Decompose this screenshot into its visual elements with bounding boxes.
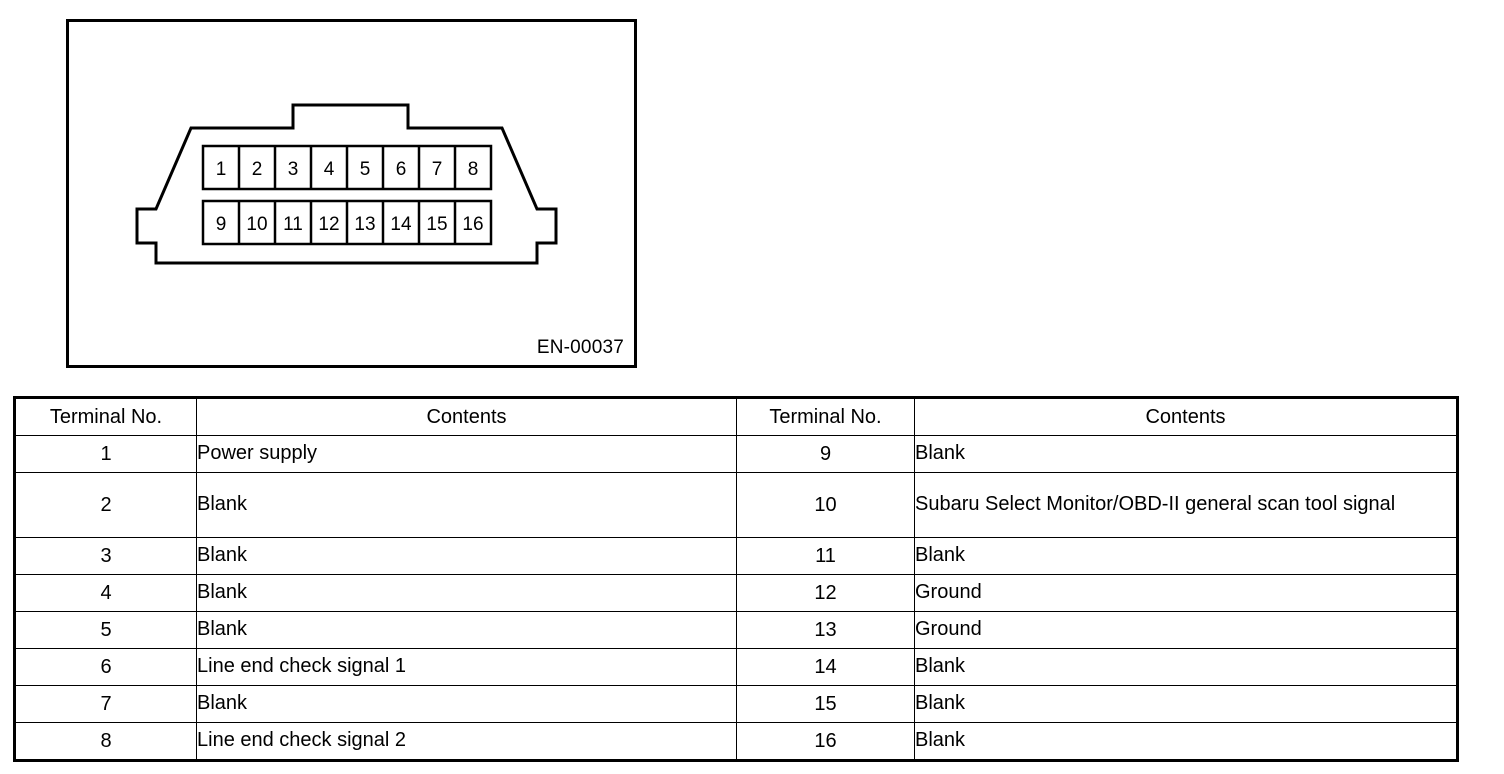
- cell-terminal-no-left: 3: [14, 537, 197, 575]
- cell-contents-right: Blank: [914, 722, 1458, 761]
- terminal-assignment-table: Terminal No. Contents Terminal No. Conte…: [13, 396, 1459, 762]
- cell-contents-right: Ground: [914, 574, 1458, 612]
- connector-diagram: [135, 103, 558, 265]
- header-contents-right: Contents: [914, 397, 1458, 436]
- pin-label-16: 16: [462, 214, 484, 235]
- pin-label-6: 6: [395, 159, 407, 180]
- cell-terminal-no-right: 14: [736, 648, 915, 686]
- pin-label-1: 1: [215, 159, 227, 180]
- pin-label-10: 10: [246, 214, 268, 235]
- cell-terminal-no-right: 10: [736, 472, 915, 538]
- cell-contents-right: Blank: [914, 537, 1458, 575]
- cell-terminal-no-left: 8: [14, 722, 197, 761]
- cell-terminal-no-left: 4: [14, 574, 197, 612]
- cell-contents-left: Line end check signal 1: [196, 648, 737, 686]
- cell-terminal-no-right: 16: [736, 722, 915, 761]
- pin-label-5: 5: [359, 159, 371, 180]
- table-header-row: Terminal No. Contents Terminal No. Conte…: [14, 397, 1458, 436]
- figure-code-label: EN-00037: [536, 337, 624, 358]
- cell-terminal-no-left: 5: [14, 611, 197, 649]
- cell-terminal-no-right: 13: [736, 611, 915, 649]
- pin-row-bottom: [201, 199, 493, 246]
- cell-contents-left: Blank: [196, 472, 737, 538]
- cell-terminal-no-left: 2: [14, 472, 197, 538]
- cell-terminal-no-left: 1: [14, 435, 197, 473]
- cell-contents-right: Blank: [914, 685, 1458, 723]
- cell-contents-left: Power supply: [196, 435, 737, 473]
- pin-label-12: 12: [318, 214, 340, 235]
- pin-label-2: 2: [251, 159, 263, 180]
- header-contents-left: Contents: [196, 397, 737, 436]
- pin-row-top: [201, 144, 493, 191]
- cell-terminal-no-right: 9: [736, 435, 915, 473]
- pin-label-7: 7: [431, 159, 443, 180]
- pin-label-11: 11: [283, 214, 303, 235]
- pin-label-14: 14: [390, 214, 412, 235]
- cell-terminal-no-left: 6: [14, 648, 197, 686]
- cell-contents-left: Blank: [196, 611, 737, 649]
- cell-contents-left: Blank: [196, 537, 737, 575]
- cell-terminal-no-right: 12: [736, 574, 915, 612]
- pin-label-15: 15: [426, 214, 448, 235]
- cell-contents-right: Subaru Select Monitor/OBD-II general sca…: [914, 472, 1458, 538]
- pin-label-8: 8: [467, 159, 479, 180]
- cell-terminal-no-right: 15: [736, 685, 915, 723]
- header-terminal-no-left: Terminal No.: [14, 397, 197, 436]
- cell-contents-left: Blank: [196, 685, 737, 723]
- pin-label-13: 13: [354, 214, 376, 235]
- cell-contents-left: Line end check signal 2: [196, 722, 737, 761]
- cell-contents-right: Ground: [914, 611, 1458, 649]
- header-terminal-no-right: Terminal No.: [736, 397, 915, 436]
- pin-label-3: 3: [287, 159, 299, 180]
- figure-panel: 1 2 3 4 5 6 7 8 9 10 11 12 13 14 15 16 E…: [66, 19, 637, 368]
- pin-label-4: 4: [323, 159, 335, 180]
- cell-contents-left: Blank: [196, 574, 737, 612]
- pin-label-9: 9: [215, 214, 227, 235]
- cell-terminal-no-left: 7: [14, 685, 197, 723]
- cell-terminal-no-right: 11: [736, 537, 915, 575]
- cell-contents-right: Blank: [914, 648, 1458, 686]
- cell-contents-right: Blank: [914, 435, 1458, 473]
